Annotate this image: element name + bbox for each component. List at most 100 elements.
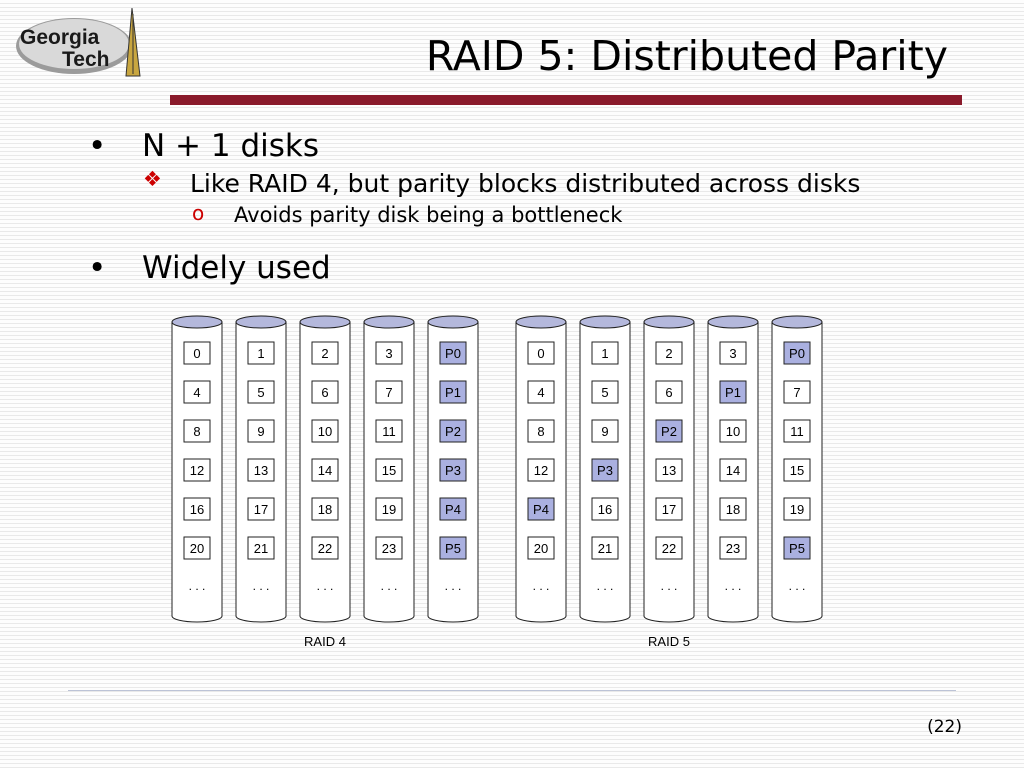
sub-bullet-text: Like RAID 4, but parity blocks distribut… xyxy=(190,169,861,198)
data-block xyxy=(719,341,747,365)
data-block xyxy=(183,536,211,560)
data-block xyxy=(527,458,555,482)
ellipsis-label: . . . xyxy=(189,579,206,593)
parity-block xyxy=(527,497,555,521)
block-label: 13 xyxy=(254,463,268,478)
parity-block xyxy=(783,536,811,560)
block-label: 16 xyxy=(598,502,612,517)
bullet-dot-icon: • xyxy=(88,128,107,164)
diamond-bullet-icon: ❖ xyxy=(143,167,162,191)
array-label: RAID 5 xyxy=(648,634,690,649)
block-label: 14 xyxy=(726,463,740,478)
block-label: P2 xyxy=(445,424,461,439)
data-block xyxy=(311,497,339,521)
data-block xyxy=(247,458,275,482)
block-label: P1 xyxy=(725,385,741,400)
block-label: 19 xyxy=(790,502,804,517)
block-label: P2 xyxy=(661,424,677,439)
data-block xyxy=(783,458,811,482)
ellipsis-label: . . . xyxy=(597,579,614,593)
parity-block xyxy=(719,380,747,404)
data-block xyxy=(247,419,275,443)
block-label: 6 xyxy=(665,385,672,400)
block-label: 10 xyxy=(726,424,740,439)
block-label: P4 xyxy=(533,502,549,517)
data-block xyxy=(183,497,211,521)
block-label: 12 xyxy=(534,463,548,478)
data-block xyxy=(375,341,403,365)
bullet-text: N + 1 disks xyxy=(142,128,319,164)
block-label: 3 xyxy=(729,346,736,361)
block-label: 18 xyxy=(726,502,740,517)
logo-line-1: Georgia xyxy=(20,26,100,49)
sub-sub-bullet-text: Avoids parity disk being a bottleneck xyxy=(234,203,623,227)
block-label: 1 xyxy=(257,346,264,361)
block-label: 17 xyxy=(254,502,268,517)
title-underline xyxy=(170,95,962,105)
disk-top xyxy=(771,315,823,329)
ellipsis-label: . . . xyxy=(789,579,806,593)
ellipsis-label: . . . xyxy=(661,579,678,593)
bullet-dot-icon: • xyxy=(88,250,107,286)
disk-top xyxy=(579,315,631,329)
data-block xyxy=(311,536,339,560)
block-label: 11 xyxy=(790,424,804,439)
circle-bullet-icon: o xyxy=(192,201,205,225)
data-block xyxy=(783,380,811,404)
page-number: (22) xyxy=(927,717,962,737)
disk-top xyxy=(515,315,567,329)
parity-block xyxy=(783,341,811,365)
footer-divider xyxy=(68,690,956,691)
block-label: 20 xyxy=(534,541,548,556)
block-label: P0 xyxy=(445,346,461,361)
block-label: 18 xyxy=(318,502,332,517)
disk-top xyxy=(235,315,287,329)
data-block xyxy=(247,341,275,365)
block-label: P5 xyxy=(445,541,461,556)
block-label: 0 xyxy=(537,346,544,361)
disk-top xyxy=(299,315,351,329)
data-block xyxy=(311,458,339,482)
block-label: 16 xyxy=(190,502,204,517)
ellipsis-label: . . . xyxy=(253,579,270,593)
block-label: 15 xyxy=(790,463,804,478)
parity-block xyxy=(439,341,467,365)
data-block xyxy=(591,380,619,404)
data-block xyxy=(527,341,555,365)
parity-block xyxy=(439,497,467,521)
block-label: 9 xyxy=(601,424,608,439)
parity-block xyxy=(439,419,467,443)
data-block xyxy=(375,497,403,521)
data-block xyxy=(655,341,683,365)
ellipsis-label: . . . xyxy=(533,579,550,593)
block-label: 6 xyxy=(321,385,328,400)
data-block xyxy=(311,419,339,443)
data-block xyxy=(719,458,747,482)
block-label: 7 xyxy=(793,385,800,400)
block-label: 5 xyxy=(601,385,608,400)
data-block xyxy=(527,380,555,404)
block-label: 22 xyxy=(318,541,332,556)
ellipsis-label: . . . xyxy=(381,579,398,593)
disk-top xyxy=(171,315,223,329)
block-label: 19 xyxy=(382,502,396,517)
block-label: 2 xyxy=(321,346,328,361)
block-label: 4 xyxy=(193,385,200,400)
ellipsis-label: . . . xyxy=(445,579,462,593)
block-label: 20 xyxy=(190,541,204,556)
block-label: 13 xyxy=(662,463,676,478)
ellipsis-label: . . . xyxy=(317,579,334,593)
data-block xyxy=(247,536,275,560)
parity-block xyxy=(439,536,467,560)
block-label: 7 xyxy=(385,385,392,400)
data-block xyxy=(655,497,683,521)
block-label: 9 xyxy=(257,424,264,439)
block-label: 8 xyxy=(193,424,200,439)
block-label: 8 xyxy=(537,424,544,439)
